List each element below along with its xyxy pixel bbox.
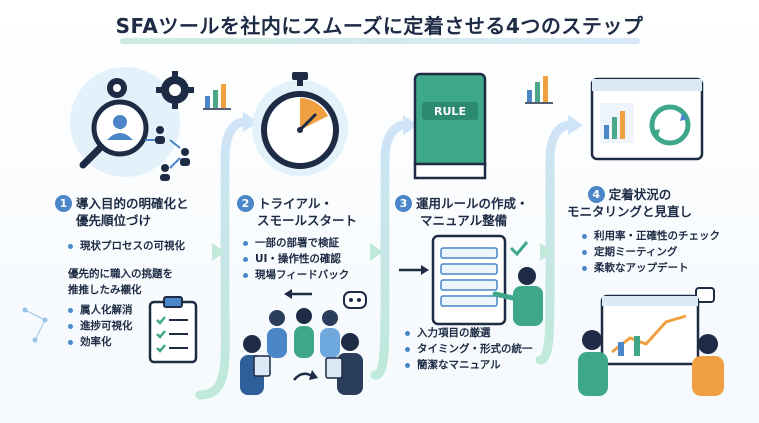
person: [492, 267, 543, 326]
person: [692, 334, 724, 396]
list-item: 進捗可視化: [68, 318, 133, 334]
step1-number: 1: [55, 195, 72, 212]
bar-chart-icon: [203, 84, 231, 110]
step2-number: 2: [237, 195, 254, 212]
step1-illustration: [70, 67, 231, 181]
flow-arrowhead-2b: [370, 243, 383, 261]
step2-bullets: 一部の部署で検証 UI・操作性の確認 現場フィードバック: [243, 235, 349, 283]
person: [320, 310, 340, 358]
step1-sub-bullets: 属人化解消 進捗可視化 効率化: [68, 302, 133, 350]
list-item: 一部の部署で検証: [243, 235, 349, 251]
network-decoration: [22, 307, 48, 343]
flow-arrowhead-3: [568, 115, 583, 135]
list-item: UI・操作性の確認: [243, 251, 349, 267]
flow-arrowhead-2: [403, 115, 418, 135]
list-item: 柔軟なアップデート: [582, 260, 720, 276]
list-item: 現場フィードバック: [243, 267, 349, 283]
flow-arrowhead-1b: [212, 243, 225, 261]
check-icon: [509, 241, 529, 257]
list-item: タイミング・形式の統一: [405, 341, 533, 357]
step4-number: 4: [587, 186, 605, 203]
page-title: SFAツールを社内にスムーズに定着させる4つのステップ: [115, 14, 644, 38]
team-illustration: [240, 289, 367, 395]
list-item: 定期ミーティング: [582, 244, 720, 260]
list-item: 利用率・正確性のチェック: [582, 228, 720, 244]
person: [325, 333, 363, 395]
person: [578, 330, 608, 396]
list-item: 現状プロセスの可視化: [68, 238, 185, 254]
clipboard-icon: [148, 296, 198, 364]
person: [267, 310, 287, 358]
step3-illustration: RULE: [413, 72, 487, 180]
refresh-icon: [649, 104, 691, 146]
flow-arrow-1: [195, 117, 250, 400]
list-item: 効率化: [68, 334, 133, 350]
list-item: 属人化解消: [68, 302, 133, 318]
meeting-illustration: [578, 287, 724, 396]
flow-arrowhead-1: [243, 112, 258, 132]
person: [294, 308, 314, 358]
step2-illustration: [252, 72, 348, 176]
title-underline: [120, 38, 640, 44]
book-label: RULE: [434, 105, 466, 118]
step1-bullets: 現状プロセスの可視化: [68, 238, 185, 254]
step3-number: 3: [395, 195, 412, 212]
gear-icon: [107, 78, 127, 98]
person: [240, 335, 271, 395]
list-item: 入力項目の厳選: [405, 325, 533, 341]
step4-bullets: 利用率・正確性のチェック 定期ミーティング 柔軟なアップデート: [582, 228, 720, 276]
bar-chart-icon: [525, 76, 553, 104]
flow-arrowhead-3b: [540, 243, 553, 261]
gear-icon: [156, 71, 194, 109]
step4-illustration: [590, 77, 704, 161]
step1-subheading: 優先的に職入の挑題を 推推したみ襯化: [68, 268, 173, 296]
form-illustration: [399, 234, 543, 326]
step3-bullets: 入力項目の厳選 タイミング・形式の統一 簡潔なマニュアル: [405, 325, 533, 373]
chat-icon: [695, 287, 715, 303]
list-item: 簡潔なマニュアル: [405, 357, 533, 373]
chat-icon: [343, 291, 367, 309]
people-icon: [155, 126, 190, 181]
